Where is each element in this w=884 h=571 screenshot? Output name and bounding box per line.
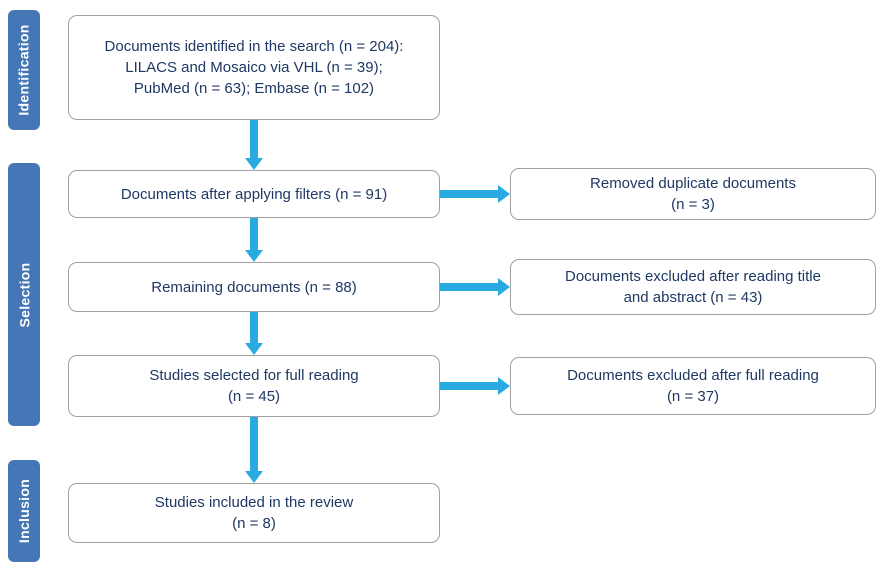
box-excluded-full-reading: Documents excluded after full reading (n… <box>510 357 876 415</box>
box-after-filters: Documents after applying filters (n = 91… <box>68 170 440 218</box>
box-excluded-title-abstract: Documents excluded after reading title a… <box>510 259 876 315</box>
arrow-right-icon-3 <box>440 382 499 390</box>
arrow-down-icon-4 <box>250 417 258 472</box>
box-text-line: Remaining documents (n = 88) <box>151 278 357 296</box>
stage-inclusion-label: Inclusion <box>16 478 32 544</box>
box-documents-identified: Documents identified in the search (n = … <box>68 15 440 120</box>
box-included-in-review: Studies included in the review (n = 8) <box>68 483 440 543</box>
box-text-line: (n = 8) <box>232 515 276 532</box>
arrow-down-icon-2 <box>250 218 258 251</box>
box-remaining-documents: Remaining documents (n = 88) <box>68 262 440 312</box>
stage-inclusion: Inclusion <box>8 460 40 562</box>
box-text-line: PubMed (n = 63); Embase (n = 102) <box>133 80 375 97</box>
box-text-line: (n = 3) <box>671 196 715 213</box>
stage-identification: Identification <box>8 10 40 130</box>
arrow-right-icon-2 <box>440 283 499 291</box>
box-text-line: LILACS and Mosaico via VHL (n = 39); <box>125 59 383 76</box>
box-text-line: Removed duplicate documents <box>590 175 796 192</box>
box-text-line: Documents excluded after reading title <box>565 268 821 285</box>
box-text-line: Documents after applying filters (n = 91… <box>120 185 388 203</box>
stage-selection: Selection <box>8 163 40 426</box>
box-full-reading-selected: Studies selected for full reading (n = 4… <box>68 355 440 417</box>
stage-selection-label: Selection <box>16 262 33 327</box>
stage-identification-label: Identification <box>16 24 32 116</box>
arrow-down-icon-3 <box>250 312 258 344</box>
box-text-line: Documents excluded after full reading <box>567 367 819 384</box>
arrow-down-icon-1 <box>250 120 258 159</box>
box-text-line: Documents identified in the search (n = … <box>104 38 404 55</box>
box-text-line: Studies selected for full reading <box>149 367 359 384</box>
arrow-right-icon-1 <box>440 190 499 198</box>
box-text-line: Studies included in the review <box>154 494 354 511</box>
box-text-line: (n = 37) <box>666 388 720 405</box>
box-text-line: and abstract (n = 43) <box>623 289 763 306</box>
box-text-line: (n = 45) <box>227 388 281 405</box>
box-removed-duplicates: Removed duplicate documents (n = 3) <box>510 168 876 220</box>
